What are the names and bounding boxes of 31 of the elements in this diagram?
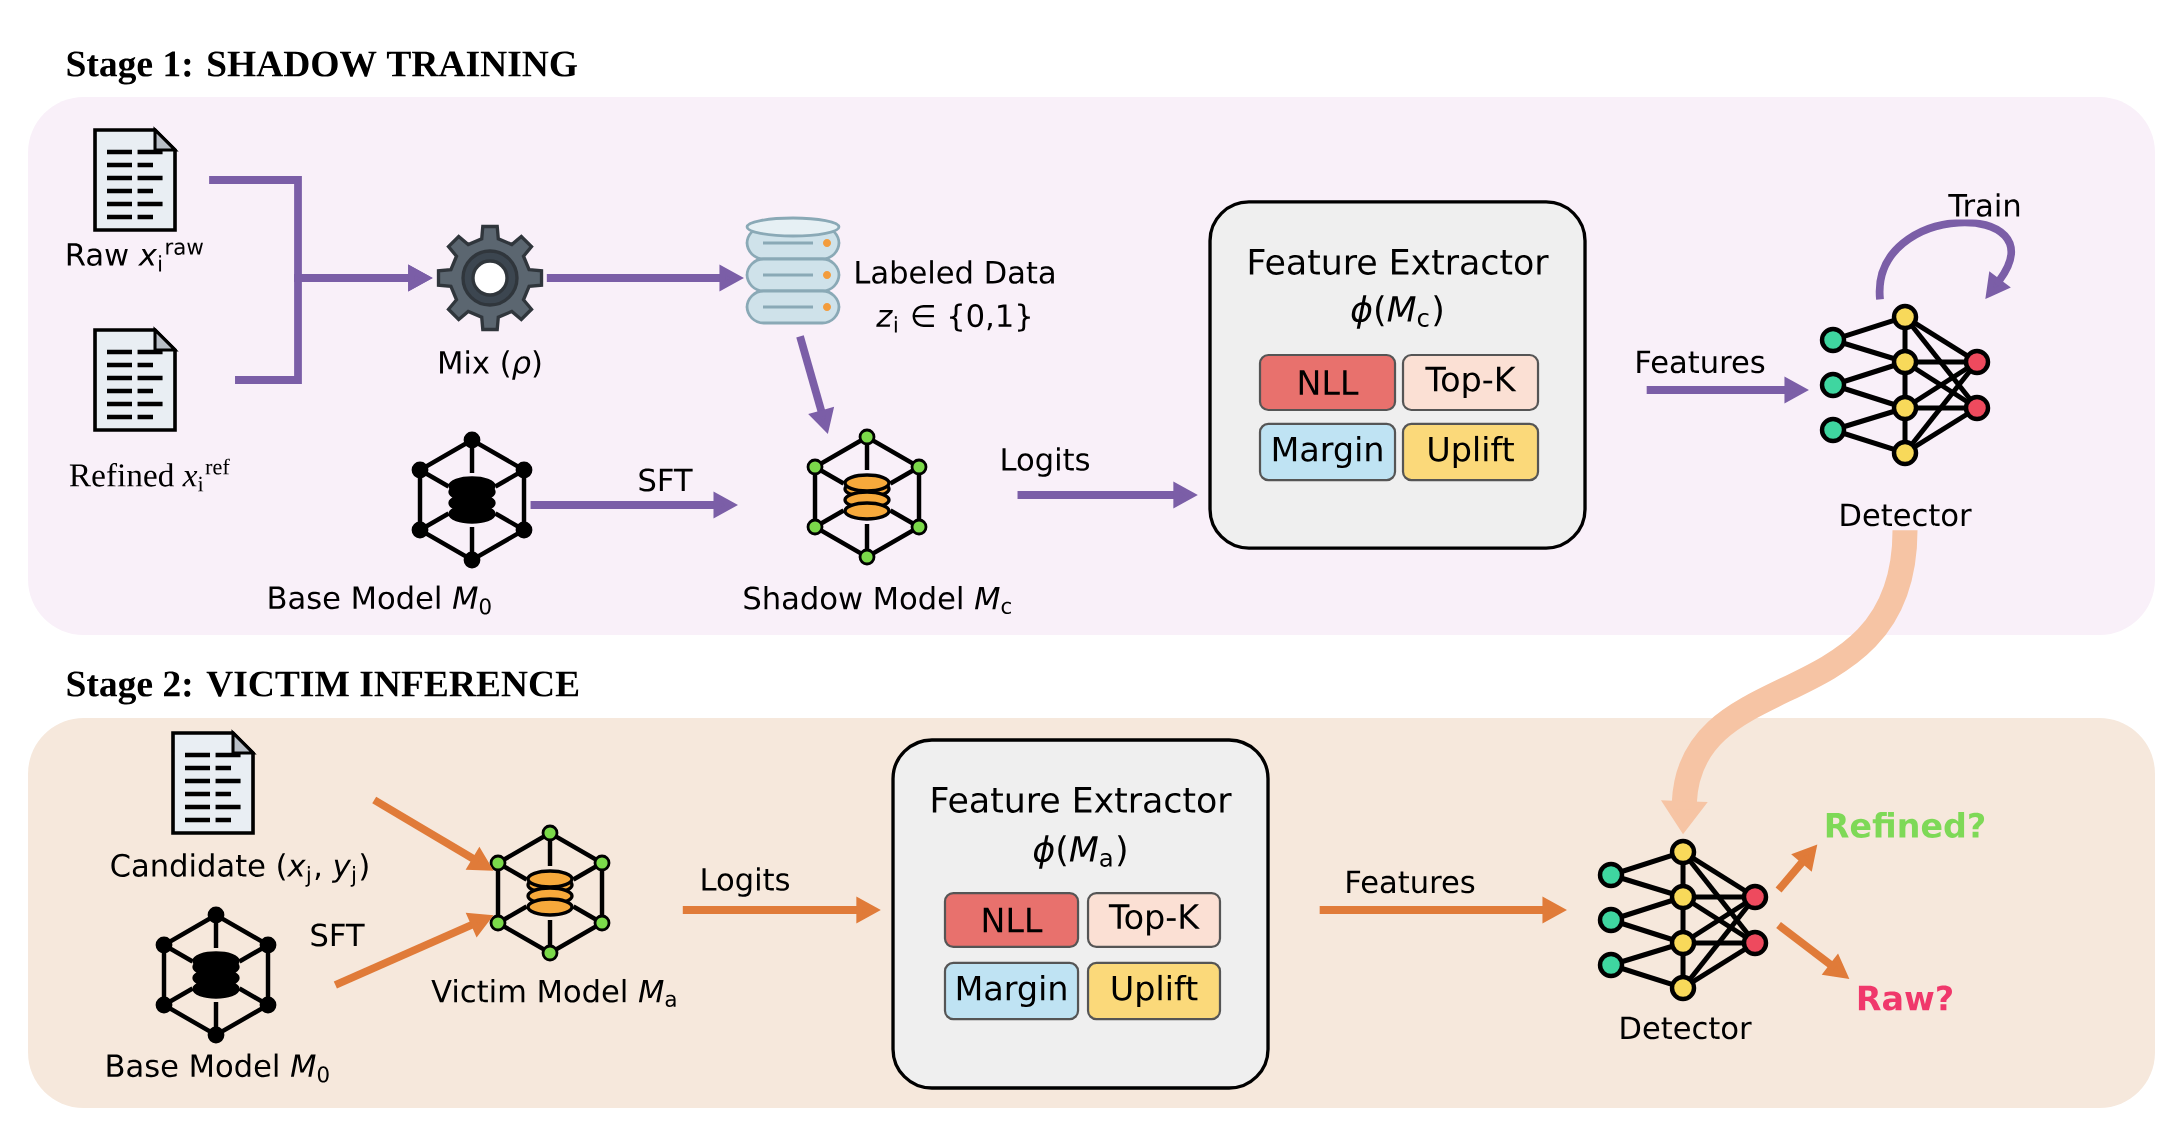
icon-label: Raw x$_{i}$raw (67, 242, 203, 272)
icon-label: Base Model M$_{0}$ (107, 1053, 329, 1083)
edge-label: Train (1945, 190, 2025, 220)
feature-chip: Uplift (1086, 961, 1222, 1021)
icon-label: Shadow Model M$_{c}$ (744, 585, 1011, 615)
icon-label: Detector (1621, 1016, 1752, 1040)
feature-chip: Top-K (1086, 891, 1222, 949)
icon-label: Candidate (x$_{j}$, y$_{j}$) (111, 853, 368, 887)
stage-title: Stage 1: SHADOW TRAINING (67, 51, 577, 85)
edge-label: Features (1341, 867, 1479, 897)
edge-label: Logits (996, 444, 1094, 480)
feature-chip: Uplift (1401, 422, 1540, 482)
result-label: Refined? (1826, 812, 1985, 838)
feature-chip: Margin (1258, 422, 1397, 482)
icon-label: Detector (1841, 503, 1972, 527)
result-label: Raw? (1858, 985, 1952, 1011)
icon-label: Labeled Data (856, 260, 1054, 284)
icon-label: z$_{i}$ ∈ {0,1} (876, 303, 1030, 333)
icon-label: Victim Model M$_{a}$ (431, 978, 676, 1008)
edge-label: Logits (696, 864, 794, 900)
edge-label: SFT (634, 465, 696, 495)
edge-label: Features (1631, 347, 1769, 377)
feature-chip: NLL (1258, 353, 1397, 412)
feature-chip: Top-K (1401, 353, 1540, 412)
icon-label: Mix (ρ) (440, 350, 541, 380)
icon-label: Refined x$_{i}$ref (69, 458, 230, 492)
feature-chip: NLL (943, 891, 1080, 949)
stage-title: Stage 2: VICTIM INFERENCE (67, 671, 579, 705)
icon-label: Base Model M$_{0}$ (269, 585, 491, 615)
edge-label: SFT (306, 920, 368, 950)
feature-chip: Margin (943, 961, 1080, 1021)
